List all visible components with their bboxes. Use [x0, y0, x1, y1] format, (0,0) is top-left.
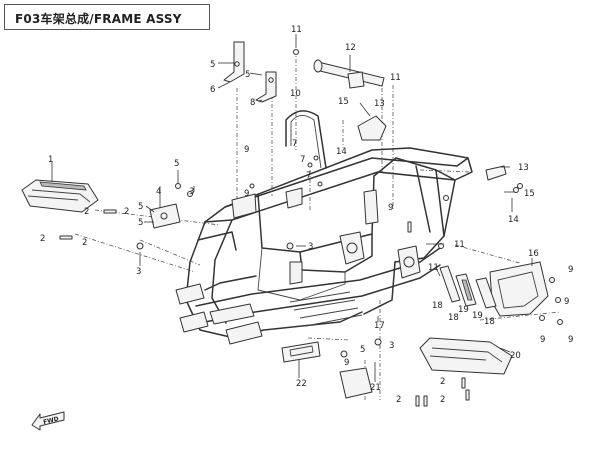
callout-9-b: 9: [244, 189, 249, 199]
callout-21: 21: [370, 383, 381, 393]
callout-9-c: 9: [388, 203, 393, 213]
callout-13-top: 13: [374, 99, 385, 109]
callout-5-bottom: 5: [360, 345, 365, 355]
diagram-title: F03车架总成/FRAME ASSY: [15, 12, 182, 26]
callout-9-g: 9: [540, 335, 545, 345]
callout-7-b: 7: [300, 155, 305, 165]
callout-9-a: 9: [244, 145, 249, 155]
title-box: F03车架总成/FRAME ASSY: [4, 4, 210, 30]
callout-2-b: 2: [124, 207, 129, 217]
callout-6: 6: [210, 85, 215, 95]
callout-5-c: 5: [138, 218, 143, 228]
upper-brackets: [223, 41, 277, 103]
callout-16: 16: [528, 249, 539, 259]
callout-14-right: 14: [508, 215, 519, 225]
callout-3-c: 3: [308, 242, 313, 252]
callout-15-right: 15: [524, 189, 535, 199]
rear-handle-loop: [285, 110, 327, 169]
callout-4: 4: [156, 187, 161, 197]
footrest-bars: [439, 265, 497, 309]
front-rack: [21, 162, 99, 213]
callout-3-a: 3: [189, 187, 194, 197]
callout-9-e: 9: [564, 297, 569, 307]
callout-5-b: 5: [138, 202, 143, 212]
callout-12: 12: [345, 43, 356, 53]
callout-11-top: 11: [291, 25, 302, 35]
callout-2-a: 2: [84, 207, 89, 217]
rear-cross-tube: [313, 59, 385, 89]
callout-14-top: 14: [336, 147, 347, 157]
callout-1: 1: [48, 155, 53, 165]
small-plates: [281, 341, 373, 399]
callout-11-mid: 11: [454, 240, 465, 250]
callout-9-bottom: 9: [344, 358, 349, 368]
callout-numbers: 1 5 6 5 8 11 12 10 15 13 14 11 7 7 7 9 9…: [40, 25, 573, 405]
callout-5-mid: 5: [245, 70, 250, 80]
callout-11-b: 11: [428, 263, 439, 273]
fwd-label: FWD: [43, 415, 60, 426]
callout-18-a: 18: [432, 301, 443, 311]
callout-9-f: 9: [568, 335, 573, 345]
callout-7-a: 7: [292, 139, 297, 149]
callout-7-c: 7: [306, 171, 311, 181]
callout-2-c: 2: [40, 234, 45, 244]
footrest-plate: [489, 261, 549, 317]
callout-11-right: 11: [390, 73, 401, 83]
callout-22: 22: [296, 379, 307, 389]
main-frame: [175, 147, 473, 345]
callout-18-c: 18: [484, 317, 495, 327]
rear-rack: [419, 337, 513, 375]
callout-9-d: 9: [568, 265, 573, 275]
callout-5-top: 5: [210, 60, 215, 70]
callout-2-g: 2: [440, 395, 445, 405]
callout-8: 8: [250, 98, 255, 108]
fasteners: [59, 49, 563, 407]
callout-3-d: 3: [389, 341, 394, 351]
callout-19-b: 19: [472, 311, 483, 321]
callout-13-right: 13: [518, 163, 529, 173]
callout-2-f: 2: [440, 377, 445, 387]
rear-brackets: [357, 115, 507, 181]
callout-2-d: 2: [82, 238, 87, 248]
callout-18-b: 18: [448, 313, 459, 323]
callout-5-left: 5: [174, 159, 179, 169]
callout-leaders: [139, 34, 533, 382]
callout-15-top: 15: [338, 97, 349, 107]
callout-19-a: 19: [458, 305, 469, 315]
forward-direction-arrow: FWD: [31, 411, 65, 431]
callout-3-b: 3: [136, 267, 141, 277]
callout-2-e: 2: [396, 395, 401, 405]
callout-10: 10: [290, 89, 301, 99]
callout-20: 20: [510, 351, 521, 361]
front-bracket: [149, 203, 181, 229]
callout-17: 17: [374, 321, 385, 331]
